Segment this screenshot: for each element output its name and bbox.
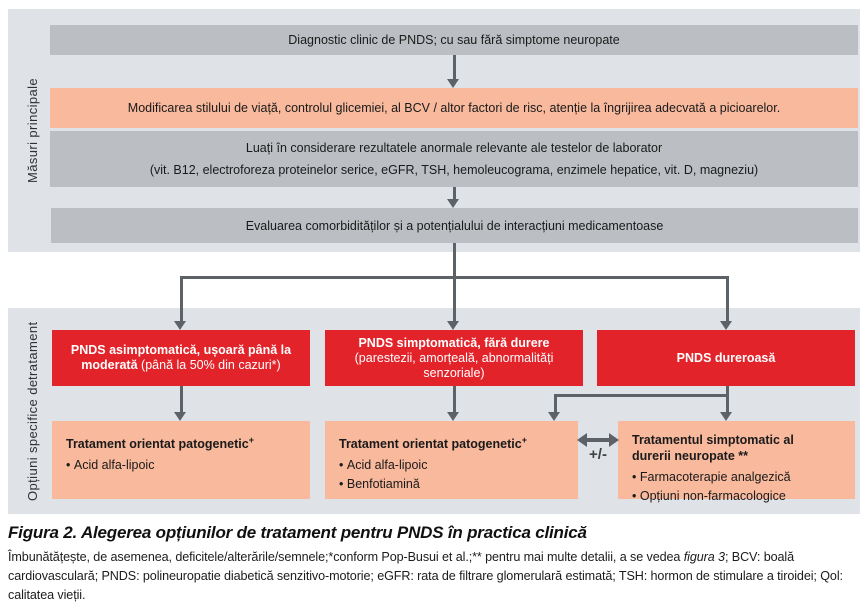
measures-sidebar-label-text: Măsuri principale bbox=[24, 77, 40, 184]
arrow-down-icon bbox=[548, 412, 560, 421]
list-item: Farmacoterapie analgezică bbox=[632, 468, 841, 487]
treatment-box-pathogenetic-1: Tratament orientat patogenetic+ Acid alf… bbox=[52, 421, 310, 499]
treatment-2-title: Tratament orientat patogenetic+ bbox=[339, 435, 527, 452]
list-item: Benfotiamină bbox=[339, 475, 564, 494]
footnote-part1: Îmbunătățește, de asemenea, deficitele/a… bbox=[8, 550, 684, 564]
arrow-down-icon bbox=[720, 412, 732, 421]
treatment-sidebar-label-line2: tratament bbox=[24, 321, 40, 380]
figure-footnote: Îmbunătățește, de asemenea, deficitele/a… bbox=[8, 548, 862, 605]
arrow-line bbox=[180, 279, 183, 322]
treatment-3-list: Farmacoterapie analgezică Opțiuni non-fa… bbox=[632, 468, 841, 506]
lifestyle-box: Modificarea stilului de viață, controlul… bbox=[50, 88, 858, 128]
double-arrow-line bbox=[585, 438, 611, 442]
plus-minus-label: +/- bbox=[589, 446, 607, 463]
treatment-sidebar-label: Opțiuni specifice de tratament bbox=[12, 308, 54, 514]
lab-tests-box: Luați în considerare rezultatele anormal… bbox=[50, 131, 858, 187]
arrow-down-icon bbox=[447, 412, 459, 421]
treatment-2-footmark: + bbox=[521, 435, 527, 445]
footnote-figura3-ref: figura 3 bbox=[683, 550, 725, 564]
arrow-left-icon bbox=[577, 433, 587, 447]
footnote-part2: ; BCV: boală cardiovasculară; PNDS: poli… bbox=[8, 550, 843, 602]
lab-tests-line2: (vit. B12, electroforeza proteinelor ser… bbox=[149, 163, 759, 177]
category-3-text: PNDS dureroasă bbox=[677, 351, 776, 366]
category-box-painful: PNDS dureroasă bbox=[597, 330, 855, 386]
arrow-line bbox=[726, 279, 729, 322]
category-3-title: PNDS dureroasă bbox=[676, 350, 776, 365]
diagnostic-box-text: Diagnostic clinic de PNDS; cu sau fără s… bbox=[288, 33, 620, 47]
lifestyle-box-text: Modificarea stilului de viață, controlul… bbox=[127, 101, 781, 115]
comorbidity-box-text: Evaluarea comorbidităților și a potenția… bbox=[245, 218, 664, 233]
arrow-down-icon bbox=[174, 321, 186, 330]
treatment-1-list: Acid alfa-lipoic bbox=[66, 456, 296, 475]
category-1-title: PNDS asimptomatică, ușoară până la moder… bbox=[70, 343, 292, 372]
arrow-line bbox=[554, 394, 557, 413]
category-box-asymptomatic: PNDS asimptomatică, ușoară până la moder… bbox=[52, 330, 310, 386]
list-item: Opțiuni non-farmacologice bbox=[632, 487, 841, 506]
arrow-line bbox=[453, 187, 456, 200]
treatment-box-pathogenetic-2: Tratament orientat patogenetic+ Acid alf… bbox=[325, 421, 578, 499]
measures-sidebar-label: Măsuri principale bbox=[12, 9, 54, 252]
category-2-subtitle: (parestezii, amorțeală, abnormalități se… bbox=[354, 350, 554, 380]
arrow-line bbox=[453, 279, 456, 322]
treatment-3-title: Tratamentul simptomatic al durerii neuro… bbox=[632, 433, 794, 463]
treatment-box-symptomatic: Tratamentul simptomatic al durerii neuro… bbox=[618, 421, 855, 503]
figure-caption: Figura 2. Alegerea opțiunilor de tratame… bbox=[8, 523, 587, 542]
list-item: Acid alfa-lipoic bbox=[339, 456, 564, 475]
category-box-symptomatic-painless: PNDS simptomatică, fără durere (parestez… bbox=[325, 330, 583, 386]
arrow-line bbox=[180, 386, 183, 413]
arrow-down-icon bbox=[720, 321, 732, 330]
arrow-right-icon bbox=[609, 433, 619, 447]
branch-line bbox=[554, 394, 729, 397]
list-item: Acid alfa-lipoic bbox=[66, 456, 296, 475]
arrow-line bbox=[453, 386, 456, 413]
comorbidity-box: Evaluarea comorbidităților și a potenția… bbox=[51, 208, 858, 243]
category-1-text: PNDS asimptomatică, ușoară până la moder… bbox=[62, 343, 300, 373]
arrow-line bbox=[453, 55, 456, 80]
arrow-down-icon bbox=[447, 321, 459, 330]
category-2-title: PNDS simptomatică, fără durere bbox=[358, 335, 550, 350]
treatment-1-footmark: + bbox=[248, 435, 254, 445]
arrow-line bbox=[453, 243, 456, 279]
arrow-down-icon bbox=[447, 199, 459, 208]
lab-tests-line1: Luați în considerare rezultatele anormal… bbox=[245, 141, 663, 155]
arrow-line bbox=[726, 386, 729, 413]
arrow-down-icon bbox=[174, 412, 186, 421]
treatment-1-title: Tratament orientat patogenetic+ bbox=[66, 435, 254, 452]
branch-line bbox=[180, 276, 729, 279]
treatment-2-list: Acid alfa-lipoic Benfotiamină bbox=[339, 456, 564, 494]
diagnostic-box: Diagnostic clinic de PNDS; cu sau fără s… bbox=[50, 25, 858, 55]
arrow-down-icon bbox=[447, 79, 459, 88]
treatment-sidebar-label-line1: Opțiuni specifice de bbox=[24, 379, 40, 501]
category-2-text: PNDS simptomatică, fără durere (parestez… bbox=[335, 336, 573, 381]
category-1-subtitle: (până la 50% din cazuri*) bbox=[141, 358, 281, 372]
